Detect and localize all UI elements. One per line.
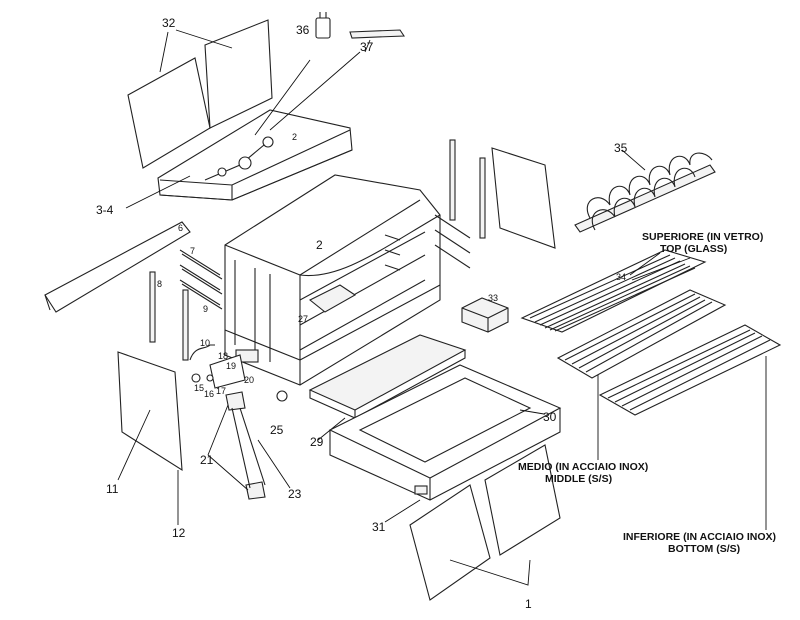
part-29-base-plate (308, 334, 467, 441)
label-15: 15 (194, 383, 204, 393)
part-3-4-canopy (125, 51, 361, 209)
part-7-rails (179, 249, 223, 310)
label-36: 36 (296, 23, 310, 37)
label-2: 2 (316, 238, 323, 252)
label-21: 21 (200, 453, 214, 467)
part-8-uprights (149, 271, 189, 361)
label-2-top: 2 (292, 132, 297, 142)
caption-top-it: SUPERIORE (IN VETRO) (642, 231, 763, 243)
label-34: 34 (616, 272, 626, 282)
label-1: 1 (525, 597, 532, 611)
part-middle-shelf (556, 289, 727, 460)
label-10: 10 (200, 338, 210, 348)
caption-bottom-it: INFERIORE (IN ACCIAIO INOX) (623, 531, 776, 543)
label-11: 11 (106, 482, 119, 496)
label-25: 25 (270, 423, 284, 437)
label-18: 18 (218, 351, 228, 361)
label-32: 32 (162, 16, 176, 30)
label-29: 29 (310, 435, 324, 449)
part-30-base (328, 364, 562, 501)
part-37-cover-strip (349, 29, 406, 53)
part-1-glass-panels (409, 444, 561, 601)
part-11-side-panel (117, 351, 183, 525)
label-7: 7 (190, 246, 195, 256)
label-19: 19 (226, 361, 236, 371)
part-2-cabinet (224, 174, 441, 386)
label-35: 35 (614, 141, 628, 155)
label-6: 6 (178, 223, 183, 233)
leader-top-shelf (629, 252, 661, 276)
label-27: 27 (298, 314, 308, 324)
label-17: 17 (216, 386, 226, 396)
label-31: 31 (372, 520, 386, 534)
part-6-front-trim (44, 221, 191, 313)
caption-bottom-en: BOTTOM (S/S) (668, 543, 740, 555)
label-20: 20 (244, 375, 254, 385)
label-33: 33 (488, 293, 498, 303)
label-37: 37 (360, 40, 374, 54)
part-33-tray (461, 297, 509, 333)
caption-top-en: TOP (GLASS) (660, 243, 727, 255)
label-12: 12 (172, 526, 186, 540)
caption-middle-it: MEDIO (IN ACCIAIO INOX) (518, 461, 648, 473)
label-9: 9 (203, 304, 208, 314)
part-21-23-stand (207, 391, 291, 500)
label-30: 30 (543, 410, 557, 424)
label-23: 23 (288, 487, 302, 501)
caption-middle-en: MIDDLE (S/S) (545, 473, 612, 485)
leader-31 (384, 499, 421, 523)
part-34-top-shelf (520, 249, 707, 333)
label-16: 16 (204, 389, 214, 399)
part-10-20-controls (189, 344, 246, 389)
part-36-lamp (315, 12, 331, 39)
part-bottom-shelf (598, 324, 782, 530)
label-3-4: 3-4 (96, 203, 114, 217)
part-25-knob (276, 390, 288, 402)
part-32-glass-panels (127, 19, 273, 169)
part-35-heater-element (574, 149, 716, 233)
label-8: 8 (157, 279, 162, 289)
part-side-rails (434, 139, 556, 269)
